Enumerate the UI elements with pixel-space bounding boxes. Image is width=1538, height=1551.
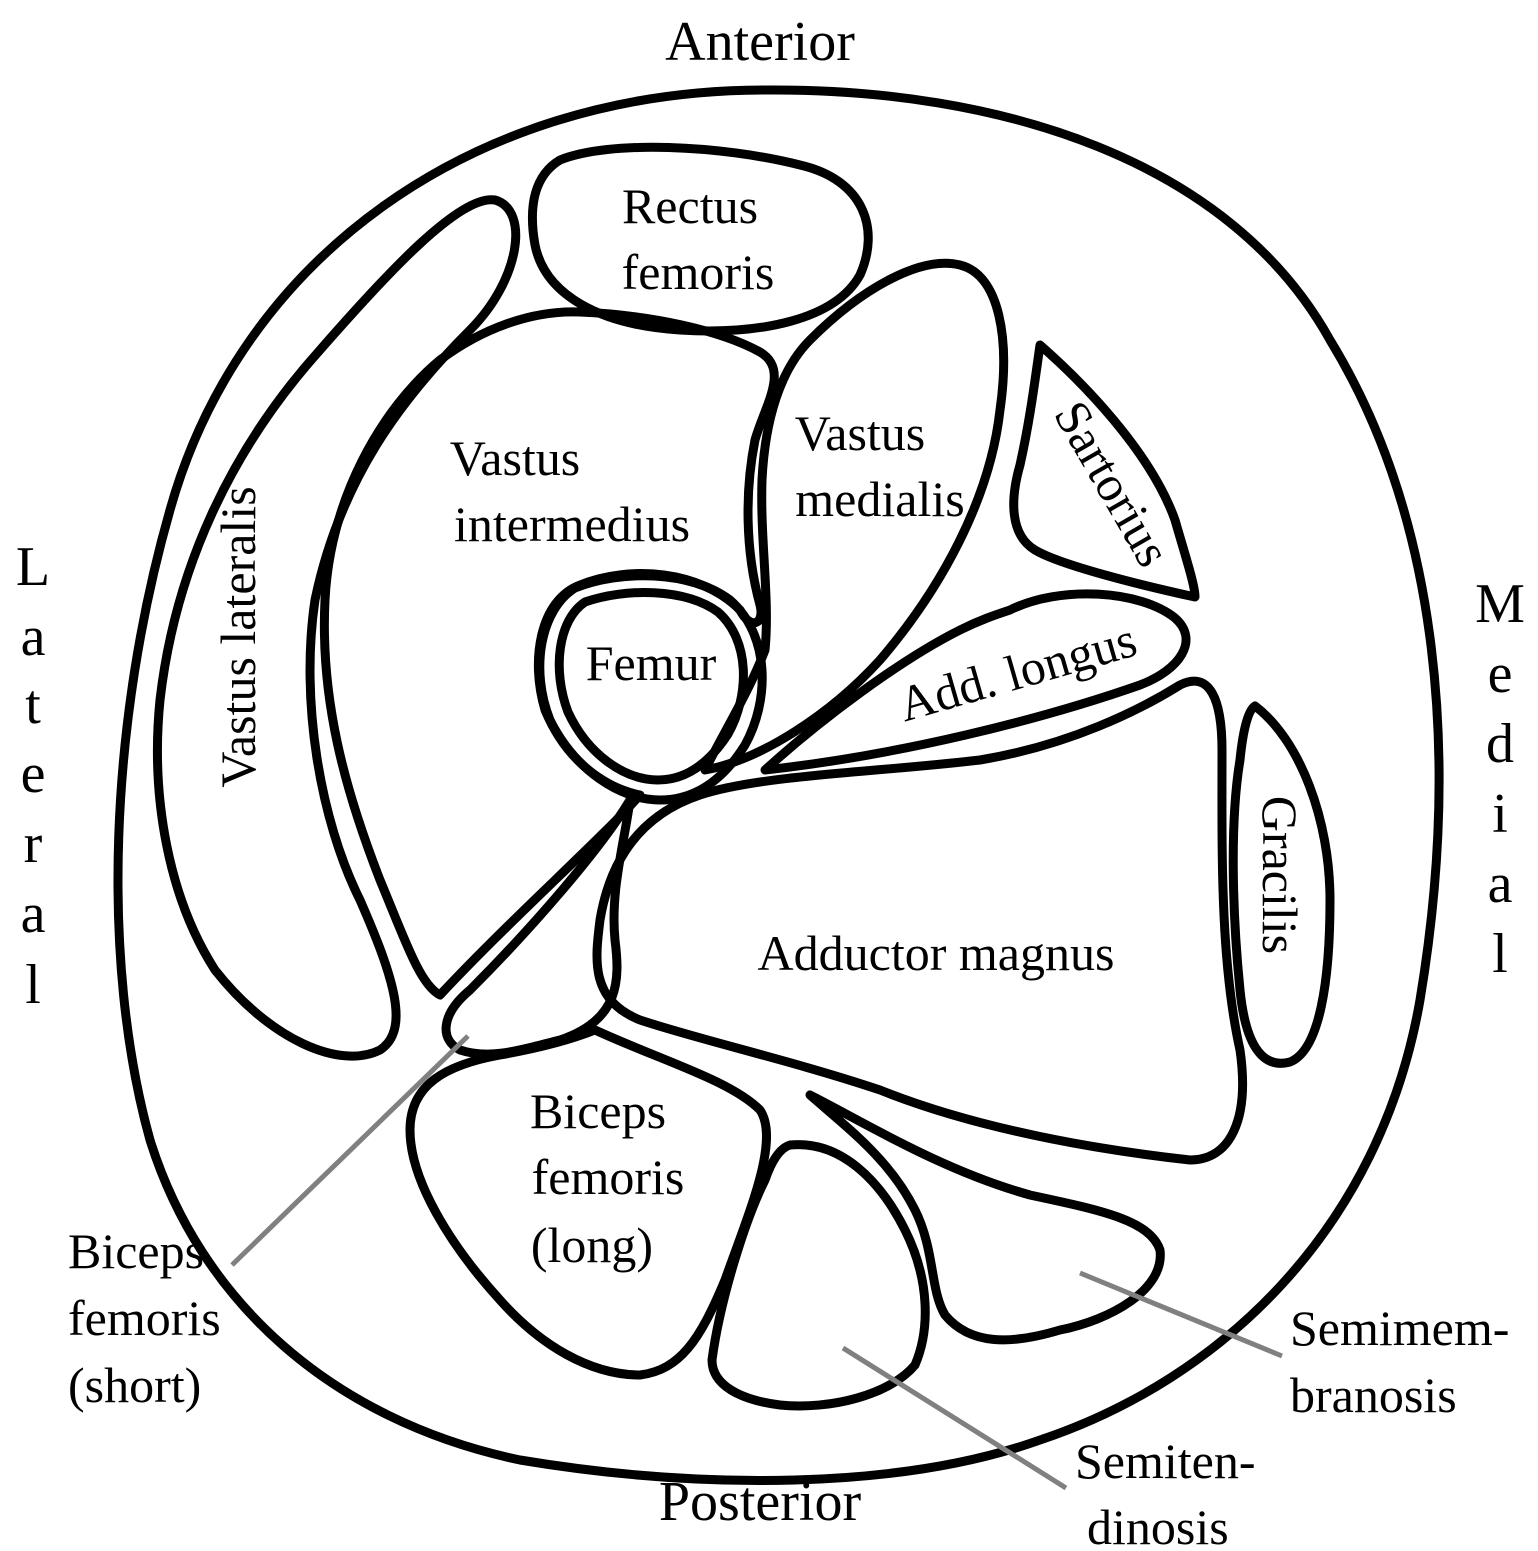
biceps-long-label-line2: femoris [532, 1149, 685, 1205]
add-longus-label: Add. longus [892, 611, 1142, 732]
semitendinosis-label-line2: dinosis [1087, 1499, 1229, 1551]
vastus-intermedius-label-line2: intermedius [454, 496, 690, 552]
rectus-femoris-outline [532, 147, 868, 331]
semitendinosis-outline [712, 1145, 925, 1406]
adductor-magnus-outline [597, 681, 1243, 1160]
biceps-short-label-line1: Biceps [68, 1223, 204, 1279]
lateral-letter: l [25, 954, 41, 1016]
posterior-label: Posterior [659, 1471, 862, 1533]
rectus-femoris-label-line1: Rectus [622, 178, 758, 234]
semimembranosis-outline [810, 1095, 1160, 1340]
medial-letter: a [1488, 853, 1513, 915]
medial-letter: d [1486, 713, 1514, 775]
biceps-short-label-line3: (short) [68, 1357, 201, 1413]
lateral-letter: e [21, 743, 46, 805]
biceps-long-label-line3: (long) [531, 1217, 653, 1273]
medial-letter: M [1475, 573, 1525, 635]
medial-letter: i [1492, 783, 1508, 845]
vastus-intermedius-label-line1: Vastus [450, 430, 581, 486]
vastus-medialis-label-line1: Vastus [795, 405, 926, 461]
lateral-letter: a [21, 883, 46, 945]
biceps-short-label-line2: femoris [68, 1290, 221, 1346]
semimembranosis-label-line1: Semimem- [1290, 1300, 1509, 1356]
vastus-medialis-label-line2: medialis [795, 471, 964, 527]
rectus-femoris-label-line2: femoris [622, 244, 775, 300]
biceps-long-label-line1: Biceps [530, 1083, 666, 1139]
lateral-label: L a t e r a l [16, 536, 50, 1016]
lateral-letter: r [24, 813, 43, 875]
vastus-lateralis-label: Vastus lateralis [210, 486, 266, 787]
medial-letter: e [1488, 643, 1513, 705]
lateral-letter: t [25, 674, 41, 736]
lateral-letter: a [21, 606, 46, 668]
leader-biceps-short [232, 1036, 468, 1265]
semimembranosis-label-line2: branosis [1290, 1367, 1457, 1423]
adductor-magnus-label: Adductor magnus [758, 925, 1115, 981]
semitendinosis-label-line1: Semiten- [1075, 1433, 1256, 1489]
anterior-label: Anterior [665, 11, 855, 73]
medial-label: M e d i a l [1475, 573, 1525, 985]
lateral-letter: L [16, 536, 50, 598]
gracilis-label: Gracilis [1252, 796, 1308, 954]
femur-label: Femur [586, 635, 717, 691]
medial-letter: l [1492, 923, 1508, 985]
